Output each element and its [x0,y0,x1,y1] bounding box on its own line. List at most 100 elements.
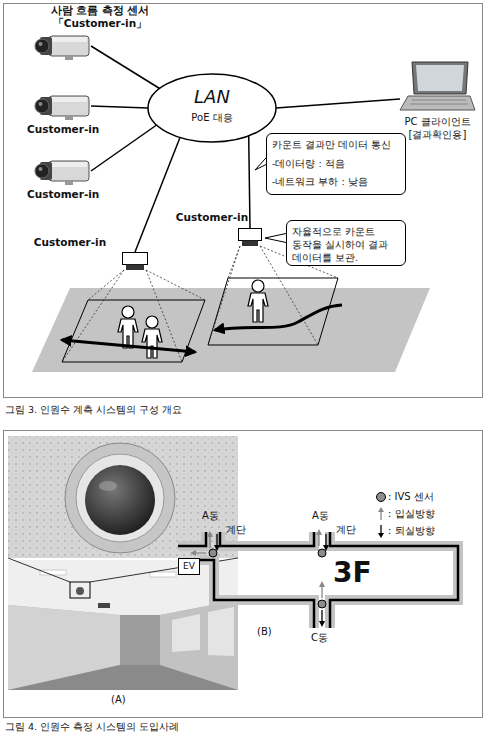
camera-mount [65,116,73,120]
legend-text: : IVS 센서 [388,490,434,504]
legend-arrow-head [378,533,384,538]
laptop-screen [412,62,468,94]
entry-arrow [318,534,319,546]
lens-glint [39,102,43,106]
camera-top [51,37,87,42]
legend-arrow-head [378,507,384,512]
camera-dome-small [76,587,84,595]
network-cable [91,106,148,108]
sensor-lens [242,241,258,247]
camera-body [49,96,89,116]
callout-text: -데이터량 : 적음 [272,158,402,170]
entry-arrow-head [190,550,196,556]
callout-text: -네트워크 부하 : 낮음 [272,176,402,188]
sensor-housing [123,253,148,265]
movement-arrow [215,305,342,330]
dome-base [76,454,164,542]
legend-row: : 퇴실방향 [376,524,435,538]
sensor-label: Customer-in [30,236,110,249]
entry-arrow-head [207,531,213,537]
pc-label: PC 클라이언트 [결과확인용] [395,116,480,141]
camera-sensor: 사람 흐름 측정 센서 「Customer-in」 [35,32,91,60]
building-label: A동 [312,509,329,523]
network-cable [91,125,157,171]
sensor-lens [126,265,144,271]
entry-arrow [321,586,322,598]
highlight-box [70,582,90,598]
callout-text: 카운트 결과만 데이터 통신 [272,139,402,151]
legend-text: : 퇴실방향 [388,524,435,538]
ceiling-sensor: Customer-in [122,252,148,270]
laptop-display [416,65,464,91]
camera-shape [35,157,91,185]
lan-title: LAN [147,86,277,109]
lan-subtitle: PoE 대응 [147,112,277,125]
dome-cover [85,465,155,535]
sensor-shape [122,252,148,270]
stair-label: 계단 [226,524,246,537]
floor-area [32,288,430,372]
camera-shape [35,92,91,120]
entry-arrow [209,536,210,548]
dome-highlight [99,481,117,491]
figure-caption: 그림 4. 인원수 측정 시스템의 도입사례 [5,721,179,734]
callout-box: 카운트 결과만 데이터 통신 -데이터량 : 적음 -네트워크 부하 : 낮음 [266,133,406,195]
camera-lens [35,99,49,113]
entry-arrow [195,552,206,553]
network-cable [249,136,250,228]
camera-sensor: Customer-in [35,157,91,185]
sensor-housing [239,229,262,241]
camera-body [49,161,89,181]
legend-arrow-shaft [380,511,381,520]
camera-mount [65,181,73,185]
corridor-photo [8,560,238,690]
legend-arrow-shaft [380,525,381,534]
lens-glint [39,167,43,171]
ivs-sensor [209,549,217,557]
window [208,607,234,656]
person-figure [118,306,138,348]
legend-row: : 입실방향 [376,507,435,521]
camera-lens [35,164,49,178]
view-line [146,270,205,300]
stair-label: 계단 [336,524,356,537]
window [172,614,200,652]
lan-outline [148,74,276,142]
legend-text: : 입실방향 [388,507,435,521]
ellipse-shape [147,73,277,143]
laptop-keys [412,100,466,101]
pc-client: PC 클라이언트 [결과확인용] [400,60,475,112]
lens-glint [39,42,43,46]
floor-plan-wall [178,532,458,628]
exit-sign [98,603,110,608]
figure-caption: 그림 3. 인원수 계측 시스템의 구성 개요 [5,404,182,417]
building-label: A동 [202,509,219,523]
sensor-label: 사람 흐름 측정 센서 「Customer-in」 [45,4,155,30]
lan-ellipse: LAN PoE 대응 [147,73,277,143]
legend-arrow [376,507,386,521]
view-line [62,270,124,362]
entry-arrow-head [319,581,325,587]
entry-arrow-head [316,529,322,535]
camera-body [49,36,89,56]
laptop-shape [400,60,475,112]
detection-area [62,300,205,362]
panel-label: (B) [257,626,272,637]
laptop-keys [410,104,468,105]
camera-top [51,162,87,167]
legend-row: : IVS 센서 [376,490,434,504]
sensor-label: Customer-in [172,211,252,224]
panel-label: (A) [111,694,126,705]
ceiling-sensor: Customer-in [238,228,262,246]
sensor-label: Customer-in [27,188,99,201]
camera-top [51,97,87,102]
corridor-end [120,615,160,665]
callout-text: 자율적으로 카운트 동작을 실시하여 결과 데이터를 보관. [292,225,404,264]
callout-box: 자율적으로 카운트 동작을 실시하여 결과 데이터를 보관. [286,220,406,266]
network-cable [135,137,180,252]
floor-plan-wall-band [178,532,458,628]
ivs-sensor [318,600,326,608]
network-cable [276,99,400,108]
